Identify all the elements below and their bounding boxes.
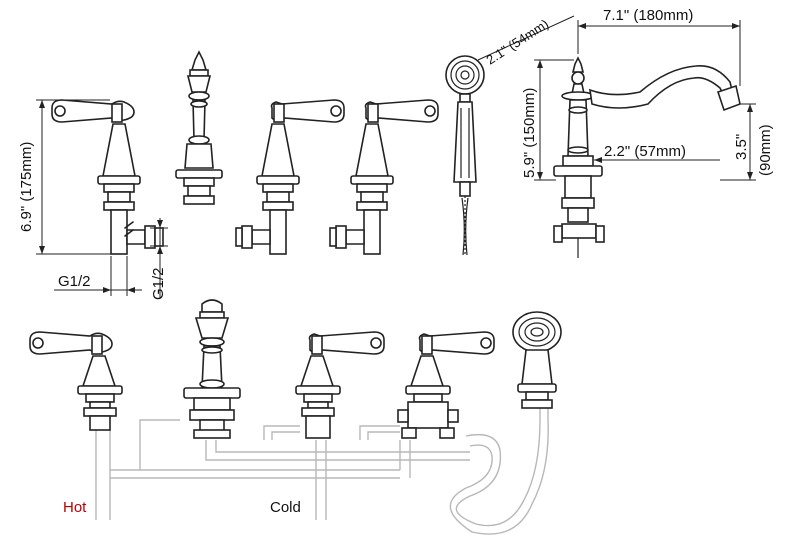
top-valve-cold [235, 99, 345, 255]
thread-label-horizontal: G1/2 [58, 273, 91, 290]
spout-base-label: 2.2" (57mm) [604, 143, 686, 160]
thread-dimension-vertical: G1/2 [150, 218, 168, 300]
spout-outlet-height-label: 3.5" [733, 134, 750, 160]
top-handshower [445, 55, 485, 256]
thread-dimension-horizontal: G1/2 [54, 256, 142, 296]
top-valve-diverter [329, 99, 439, 255]
bottom-diverter [183, 299, 241, 439]
thread-label-vertical: G1/2 [150, 267, 167, 300]
top-diverter [175, 50, 223, 205]
top-spout [553, 56, 741, 258]
height-dimension: 6.9" (175mm) [18, 99, 118, 255]
spout-dimensions: 7.1" (180mm) 5.9" (150mm) 2.2" (57mm) 3.… [521, 7, 774, 181]
hot-label: Hot [63, 499, 87, 516]
bottom-valve-cold [295, 331, 385, 439]
top-valve-hot [51, 99, 164, 255]
bottom-valve-hot [29, 331, 123, 431]
plumbing-pipes [95, 404, 549, 535]
bottom-valve-diverter [397, 331, 495, 439]
spout-height-label: 5.9" (150mm) [521, 88, 538, 178]
spout-outlet-height-mm-label: (90mm) [757, 124, 774, 176]
bottom-handshower [512, 311, 562, 409]
spout-reach-label: 7.1" (180mm) [603, 7, 693, 24]
height-label: 6.9" (175mm) [18, 142, 35, 232]
cold-label: Cold [270, 499, 301, 516]
